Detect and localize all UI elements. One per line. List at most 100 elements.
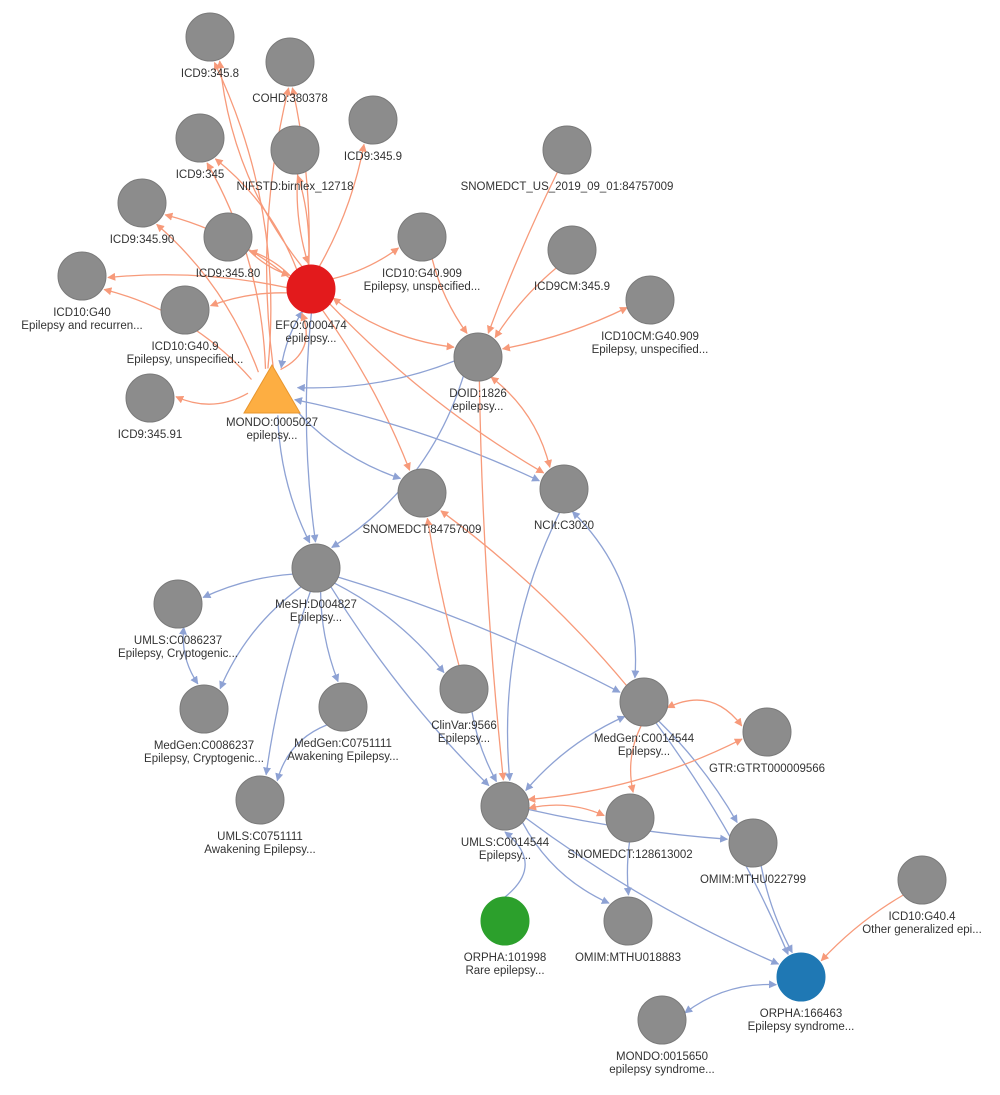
- node-icd9_34591[interactable]: ICD9:345.91: [118, 373, 183, 441]
- edge-umls_c0014544-omim_018883: [521, 822, 610, 904]
- edge-umls_c0086237-medgen_c0086237: [179, 626, 199, 685]
- node-circle[interactable]: [291, 543, 341, 593]
- node-circle[interactable]: [160, 285, 210, 335]
- node-triangle[interactable]: [243, 364, 301, 414]
- node-circle[interactable]: [619, 677, 669, 727]
- node-id-label: ICD10:G40.9: [151, 341, 218, 353]
- node-nifstd[interactable]: NIFSTD:birnlex_12718: [237, 125, 354, 193]
- node-efo[interactable]: EFO:0000474epilepsy...: [275, 264, 347, 345]
- edge-mesh-clinvar: [334, 582, 445, 674]
- node-circle[interactable]: [547, 225, 597, 275]
- node-id-label: MONDO:0015650: [616, 1051, 708, 1063]
- node-circle[interactable]: [605, 793, 655, 843]
- node-circle[interactable]: [453, 332, 503, 382]
- node-snomed_us[interactable]: SNOMEDCT_US_2019_09_01:84757009: [461, 125, 674, 193]
- node-circle[interactable]: [57, 251, 107, 301]
- edge-efo-ncit: [329, 303, 545, 474]
- nodes-layer: ICD9:345.8COHD:380378ICD9:345NIFSTD:birn…: [21, 12, 982, 1076]
- node-circle[interactable]: [439, 664, 489, 714]
- node-icd9_3458[interactable]: ICD9:345.8: [181, 12, 239, 80]
- node-mondo5027[interactable]: MONDO:0005027epilepsy...: [226, 364, 318, 442]
- node-id-label: MeSH:D004827: [275, 599, 357, 611]
- node-circle[interactable]: [117, 178, 167, 228]
- node-circle[interactable]: [348, 95, 398, 145]
- node-medgen_c0014544[interactable]: MedGen:C0014544Epilepsy...: [594, 677, 695, 758]
- node-circle[interactable]: [397, 468, 447, 518]
- edge-mondo5027-icd9_34591: [175, 392, 249, 405]
- node-snomed_128[interactable]: SNOMEDCT:128613002: [567, 793, 693, 861]
- node-circle[interactable]: [203, 212, 253, 262]
- node-circle[interactable]: [776, 952, 826, 1002]
- node-id-label: DOID:1826: [449, 388, 507, 400]
- node-circle[interactable]: [539, 464, 589, 514]
- node-id-label: ORPHA:101998: [464, 952, 546, 964]
- node-circle[interactable]: [185, 12, 235, 62]
- edge-mesh-medgen_c0086237: [219, 586, 302, 690]
- node-icd9_3459[interactable]: ICD9:345.9: [344, 95, 402, 163]
- node-icd9cm[interactable]: ICD9CM:345.9: [534, 225, 610, 293]
- node-doid[interactable]: DOID:1826epilepsy...: [449, 332, 507, 413]
- node-circle[interactable]: [235, 775, 285, 825]
- edge-efo-icd9_3459: [318, 143, 367, 267]
- edge-mondo5027-efo: [280, 312, 309, 371]
- node-id-label: ICD10:G40: [53, 307, 111, 319]
- node-circle[interactable]: [397, 212, 447, 262]
- node-name-label: Other generalized epi...: [862, 924, 982, 936]
- node-id-label: ICD9:345.9: [344, 151, 402, 163]
- edge-ncit-umls_c0014544: [505, 512, 561, 782]
- node-ncit[interactable]: NCIt:C3020: [534, 464, 594, 532]
- node-clinvar[interactable]: ClinVar:9566Epilepsy...: [431, 664, 497, 745]
- node-circle[interactable]: [728, 818, 778, 868]
- node-omim_022799[interactable]: OMIM:MTHU022799: [700, 818, 806, 886]
- node-circle[interactable]: [153, 579, 203, 629]
- node-circle[interactable]: [286, 264, 336, 314]
- node-circle[interactable]: [480, 896, 530, 946]
- node-circle[interactable]: [318, 682, 368, 732]
- node-circle[interactable]: [603, 896, 653, 946]
- node-omim_018883[interactable]: OMIM:MTHU018883: [575, 896, 681, 964]
- node-circle[interactable]: [270, 125, 320, 175]
- edge-medgen_c0751111-umls_c0751111: [275, 724, 328, 782]
- node-circle[interactable]: [542, 125, 592, 175]
- node-id-label: NIFSTD:birnlex_12718: [237, 181, 354, 193]
- node-id-label: GTR:GTRT000009566: [709, 763, 825, 775]
- node-circle[interactable]: [625, 275, 675, 325]
- node-cohd[interactable]: COHD:380378: [252, 37, 328, 105]
- node-circle[interactable]: [265, 37, 315, 87]
- edge-ncit-medgen_c0014544: [571, 510, 640, 679]
- node-umls_c0014544[interactable]: UMLS:C0014544Epilepsy...: [461, 781, 550, 862]
- node-icd9_345[interactable]: ICD9:345: [175, 113, 225, 181]
- node-mesh[interactable]: MeSH:D004827Epilepsy...: [275, 543, 357, 624]
- node-circle[interactable]: [179, 684, 229, 734]
- node-id-label: ICD10:G40.4: [888, 911, 956, 923]
- node-circle[interactable]: [480, 781, 530, 831]
- node-icd9_34580[interactable]: ICD9:345.80: [196, 212, 261, 280]
- node-circle[interactable]: [125, 373, 175, 423]
- node-gtr[interactable]: GTR:GTRT000009566: [709, 707, 825, 775]
- node-id-label: SNOMEDCT:84757009: [363, 524, 482, 536]
- node-id-label: MONDO:0005027: [226, 417, 318, 429]
- node-snomed_847[interactable]: SNOMEDCT:84757009: [363, 468, 482, 536]
- node-circle[interactable]: [742, 707, 792, 757]
- edge-efo-mesh: [305, 312, 319, 543]
- edge-mondo5027-cohd: [265, 87, 291, 369]
- node-id-label: EFO:0000474: [275, 320, 347, 332]
- node-circle[interactable]: [897, 855, 947, 905]
- node-circle[interactable]: [637, 995, 687, 1045]
- node-circle[interactable]: [175, 113, 225, 163]
- node-icd9_34590[interactable]: ICD9:345.90: [110, 178, 175, 246]
- edge-orpha101998-umls_c0014544: [504, 831, 526, 898]
- node-id-label: ICD9:345: [176, 169, 225, 181]
